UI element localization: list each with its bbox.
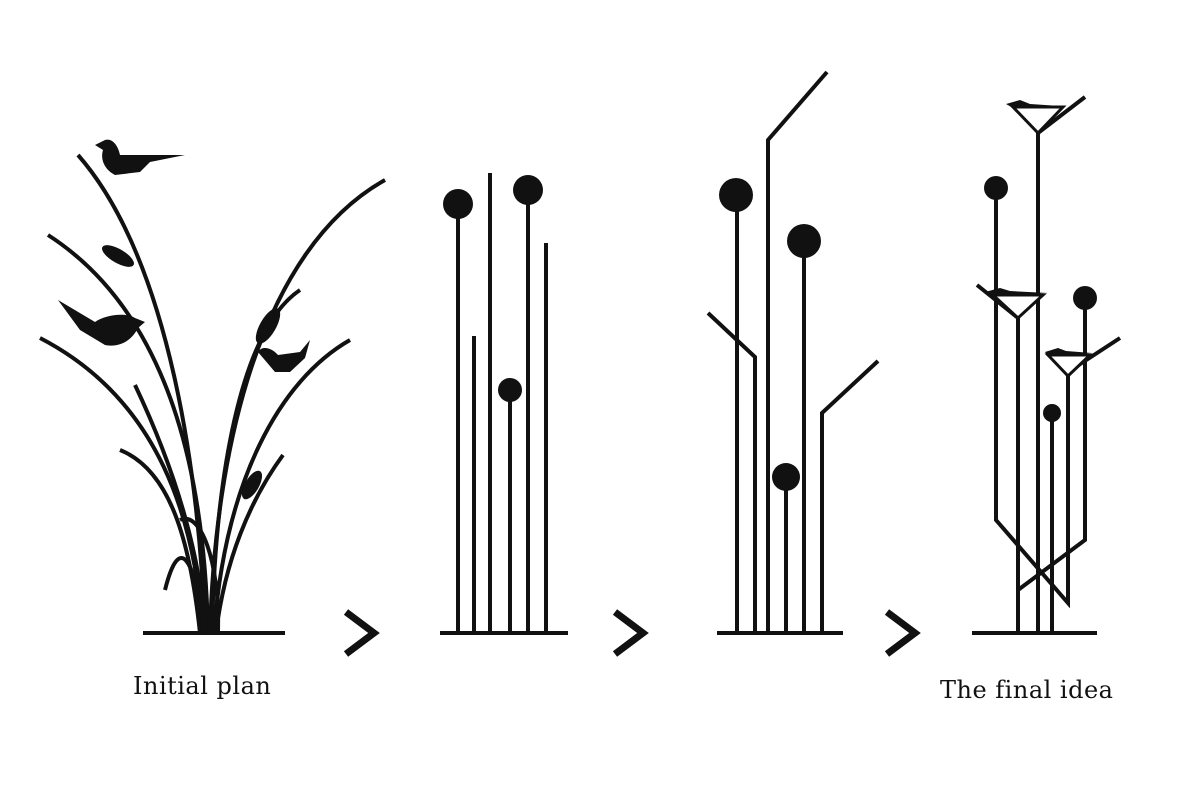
stage-two-straight-stems: [440, 173, 568, 635]
chevron-right-icon: [343, 609, 380, 657]
stage-initial-reed-plant: [39, 139, 386, 635]
stage-three-angled-stems: [706, 70, 880, 635]
bird-perch-icons: [989, 105, 1094, 379]
bird-silhouettes: [58, 139, 310, 372]
bird-icon: [95, 139, 185, 175]
bird-icon: [58, 300, 145, 346]
bird-icon: [258, 340, 310, 372]
chevron-right-icon: [612, 609, 649, 657]
caption-initial-plan: Initial plan: [133, 672, 272, 700]
stage-final-branching-stems: [972, 95, 1122, 635]
caption-final-idea: The final idea: [940, 676, 1114, 704]
cattail-heads: [102, 245, 281, 500]
arrow-icons: [343, 609, 921, 657]
bird-icons: [985, 100, 1092, 356]
chevron-right-icon: [884, 609, 921, 657]
